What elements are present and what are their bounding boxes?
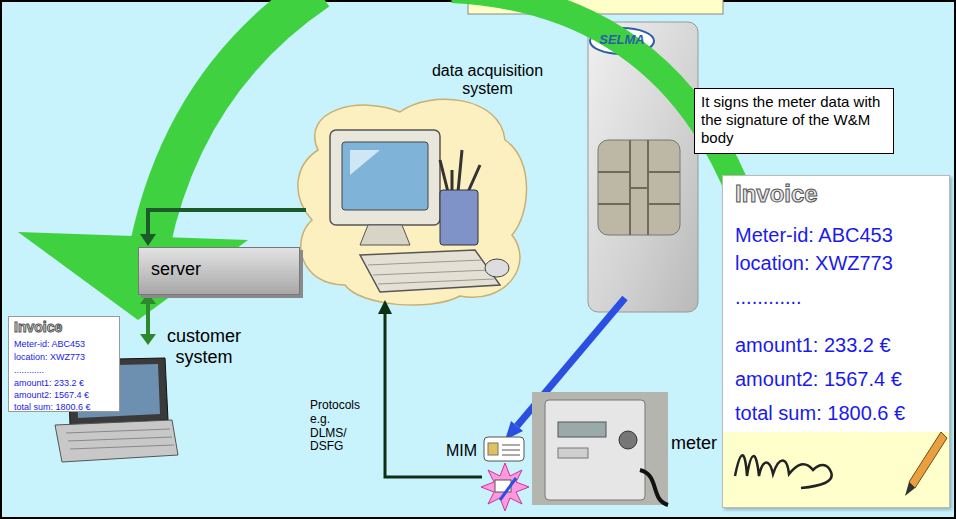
chip-contacts [598, 140, 680, 235]
meter-display [558, 422, 606, 437]
mouse [485, 259, 509, 277]
invoice-line: total sum: 1800.6 € [735, 402, 905, 425]
monitor-stand [360, 225, 410, 245]
mim-lines [502, 445, 520, 455]
invoice-line: amount2: 1567.4 € [14, 390, 89, 400]
invoice-line: location: XWZ773 [14, 352, 85, 362]
laptop-keys [66, 429, 174, 449]
meter-body [545, 400, 645, 500]
callout-text: It signs the meter data with the signatu… [701, 93, 887, 147]
sim-chip [598, 140, 680, 235]
invoice-line: amount2: 1567.4 € [735, 368, 902, 391]
arrow-head [140, 334, 156, 345]
mim-icon [484, 437, 524, 461]
invoice-line: location: XWZ773 [735, 252, 893, 275]
computer-cloud [298, 99, 527, 305]
meter-cable [640, 470, 668, 505]
system-label: data acquisition system [420, 62, 555, 99]
pencil-tip [905, 482, 915, 496]
mim-chip [488, 443, 498, 455]
system-label: customer system [158, 326, 250, 367]
meter-photo [532, 392, 668, 505]
signature-scribble [735, 455, 832, 488]
invoice-panel: InvoiceMeter-id: ABC453 location: XWZ773.… [722, 175, 950, 508]
signing-starburst [481, 463, 529, 511]
invoice-line: Meter-id: ABC453 [14, 339, 85, 349]
pencils [440, 150, 480, 192]
invoice-line: ............ [735, 286, 802, 309]
invoice-line: ............ [14, 365, 44, 375]
arrow-head [140, 234, 156, 246]
monitor [330, 130, 440, 225]
invoice-line: amount1: 233.2 € [14, 378, 84, 388]
data-link-line [148, 210, 306, 236]
signing-pen [500, 478, 516, 500]
component-label: MIM [446, 442, 477, 460]
meter-plate [558, 448, 588, 458]
card-logo: SELMA [592, 33, 652, 48]
server-box: server [138, 247, 300, 295]
invoice-title: Invoice [735, 180, 818, 208]
laptop-base [55, 420, 178, 462]
invoice-line: Meter-id: ABC453 [735, 224, 893, 247]
server-label: server [151, 248, 299, 291]
invoice-line: total sum: 1800.6 € [14, 402, 91, 412]
component-label: meter [671, 433, 717, 454]
monitor-screen [342, 142, 428, 210]
keyboard [360, 250, 500, 292]
pencil-cup [440, 190, 478, 245]
protocol-note: Protocols e.g. DLMS/ DSFG [310, 399, 366, 454]
protocol-line [385, 312, 482, 477]
meter-knob [619, 431, 637, 449]
callout-box: It signs the meter data with the signatu… [694, 88, 894, 154]
keyboard-keys [368, 260, 494, 284]
invoice-title: Invoice [14, 319, 62, 335]
invoice-line: amount1: 233.2 € [735, 334, 891, 357]
screen-highlight [350, 150, 380, 175]
invoice-panel: InvoiceMeter-id: ABC453 location: XWZ773.… [8, 316, 120, 412]
pencil-body [909, 432, 947, 488]
arrow-head [378, 300, 392, 314]
exchange-line [146, 302, 150, 336]
